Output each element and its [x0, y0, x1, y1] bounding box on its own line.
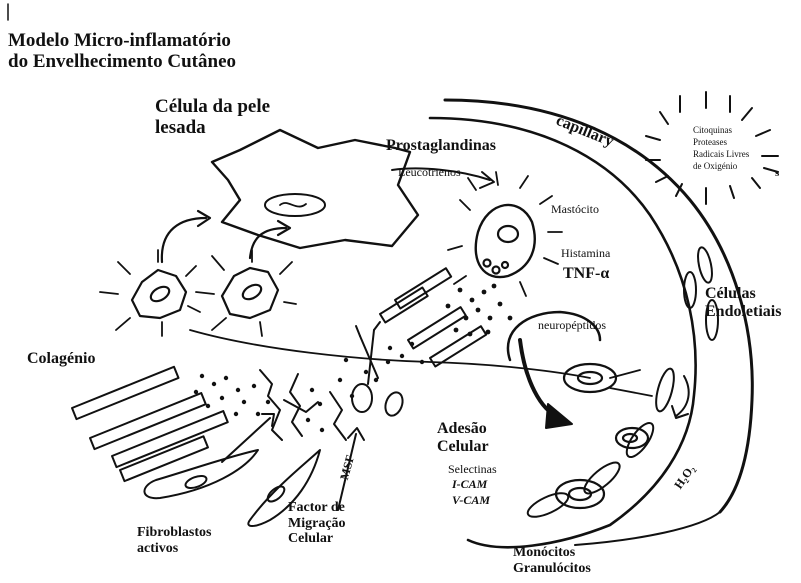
collagen-fragments — [260, 370, 346, 440]
label-colagenio: Colagénio — [27, 350, 95, 368]
capillary-lower-edge — [575, 512, 720, 545]
label-histamina: Histamina — [561, 247, 610, 260]
label-leucotrienos: Leucotrienos — [398, 166, 461, 179]
label-selectinas: Selectinas — [448, 463, 497, 476]
label-celulas-endoteliais: Células Endoletiais — [705, 285, 781, 321]
collagen-fibers — [72, 367, 228, 481]
star-cell-left — [100, 250, 200, 336]
mast-cell — [448, 172, 562, 296]
title-line-1: Modelo Micro-inflamatório — [8, 30, 236, 51]
label-factor-migracao: Factor de Migração Celular — [288, 500, 346, 547]
scissors-icon — [352, 322, 406, 418]
label-damaged-cell: Célula da pele lesada — [155, 96, 270, 139]
label-fibroblastos: Fibroblastos activos — [137, 525, 211, 556]
label-tnf: TNF-α — [563, 265, 609, 283]
endothelial-arrow — [676, 376, 689, 416]
label-monocitos-granulocitos: Monócitos Granulócitos — [513, 545, 591, 576]
label-neuropeptidos: neuropéptidos — [538, 319, 606, 332]
label-s-mark: s — [775, 167, 779, 179]
label-icam: I-CAM — [452, 478, 487, 491]
label-adesao-celular: Adesão Celular — [437, 420, 489, 456]
label-mastocito: Mastócito — [551, 203, 599, 216]
star-cell-right — [196, 250, 296, 336]
label-prostaglandinas: Prostaglandinas — [386, 137, 496, 155]
diagram-title: Modelo Micro-inflamatório do Envelhecime… — [8, 30, 236, 73]
mediator-list: Citoquinas Proteases Radicais Livres de … — [693, 124, 749, 173]
label-vcam: V-CAM — [452, 494, 490, 507]
title-line-2: do Envelhecimento Cutâneo — [8, 51, 236, 72]
granule-streaks — [380, 268, 486, 366]
fibroblast-arrow — [222, 418, 270, 462]
leukocyte-cells — [556, 364, 648, 508]
signal-line — [190, 330, 590, 378]
